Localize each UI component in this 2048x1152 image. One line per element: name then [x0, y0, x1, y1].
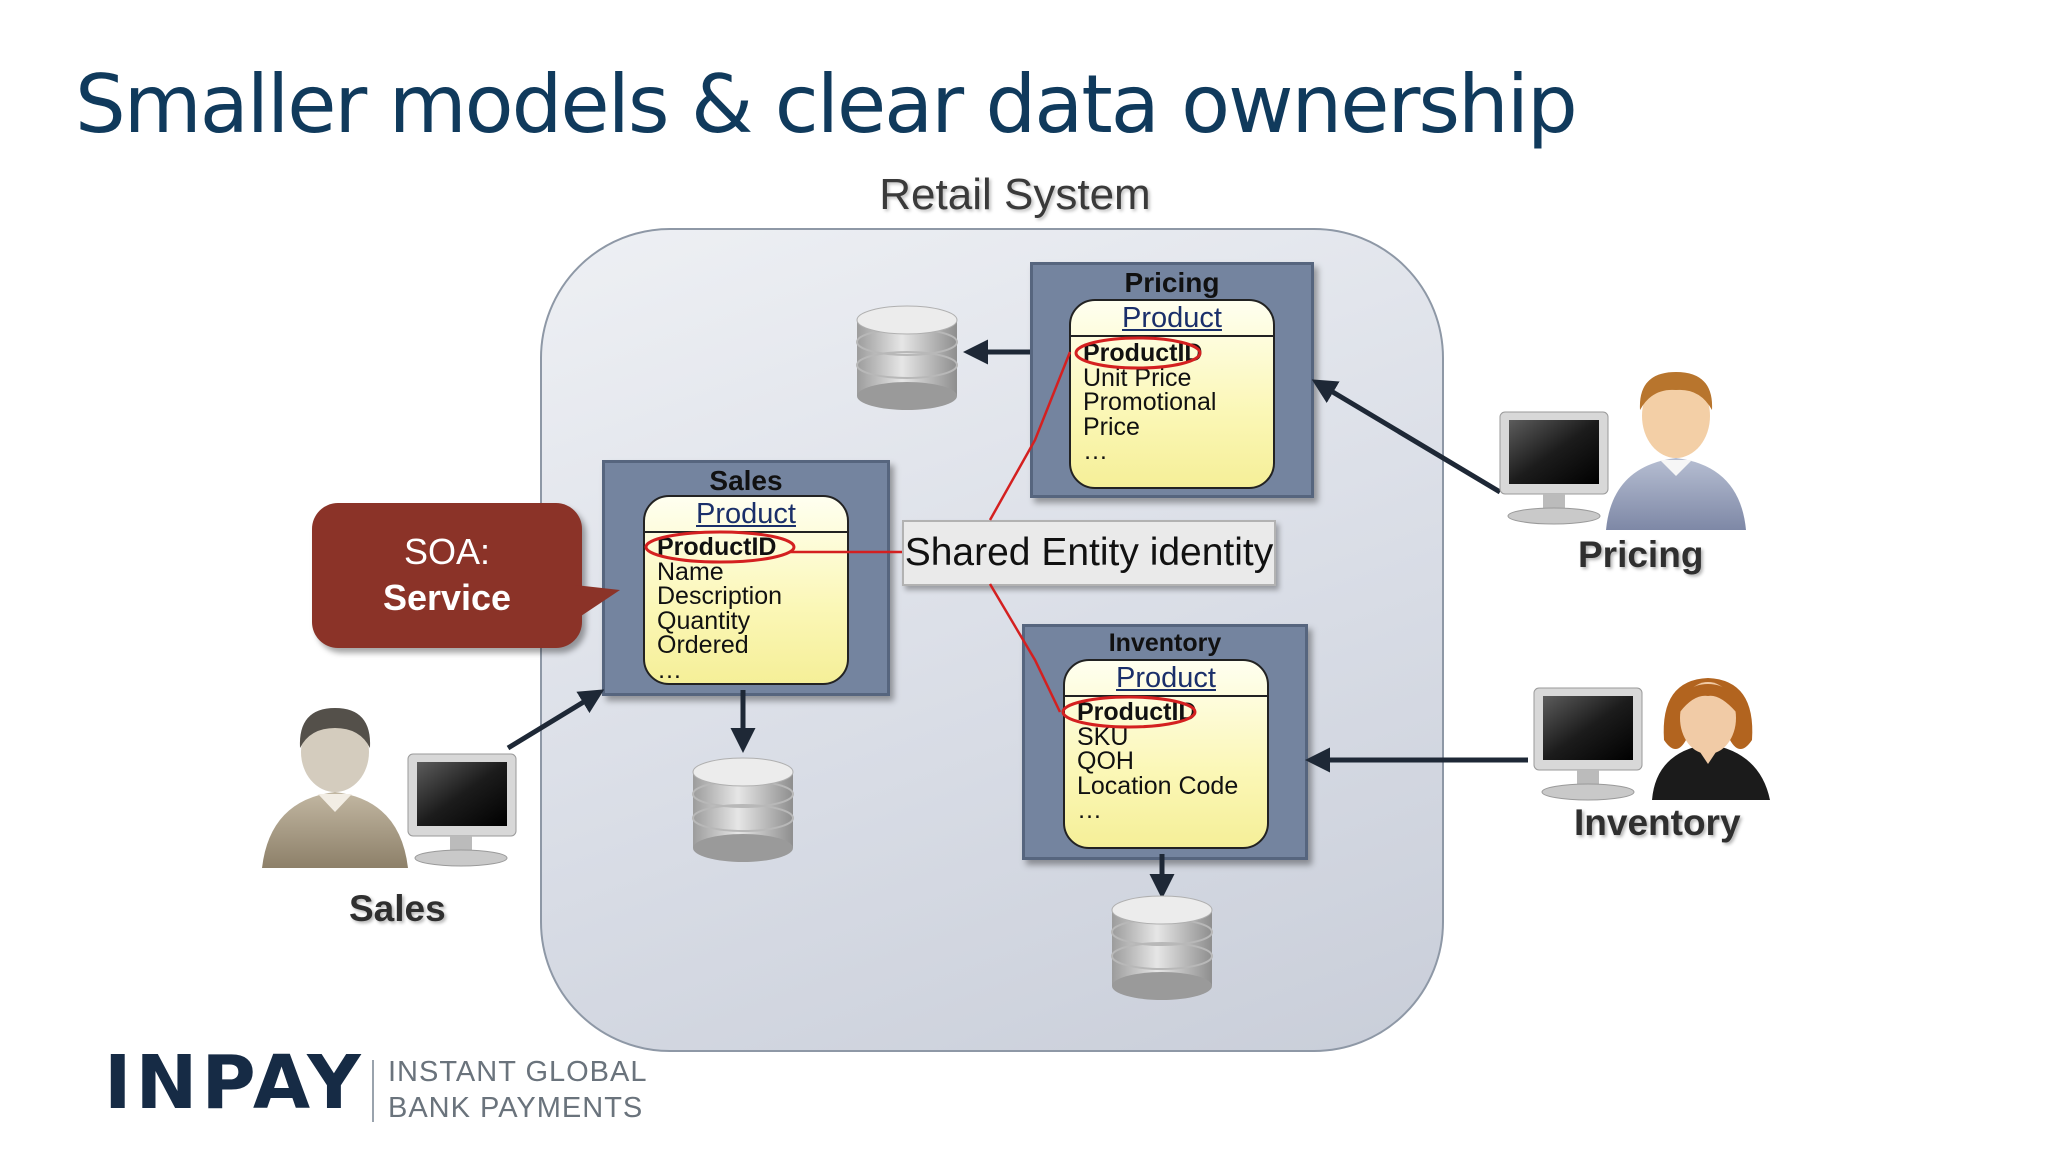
soa-service-callout: SOA: Service	[312, 503, 582, 648]
sales-actor-label: Sales	[349, 888, 446, 929]
logo-tagline: INSTANT GLOBAL BANK PAYMENTS	[388, 1054, 648, 1126]
sales-service-title: Sales	[709, 465, 783, 496]
sales-field-name: Name	[657, 557, 724, 586]
slide-title: Smaller models & clear data ownership	[75, 58, 1578, 151]
sales-service-box: Sales Product ProductID Name Description…	[602, 460, 890, 696]
pricing-field-unit-price: Unit Price	[1083, 363, 1192, 392]
inventory-service-box: Inventory Product ProductID SKU QOH Loca…	[1022, 624, 1308, 860]
sales-product-entity: Product ProductID Name Description Quant…	[643, 495, 849, 685]
pricing-service-title: Pricing	[1124, 267, 1220, 298]
inventory-product-entity: Product ProductID SKU QOH Location Code …	[1063, 659, 1269, 849]
pricing-computer-icon	[1499, 411, 1609, 525]
shared-entity-identity-label: Shared Entity identity	[902, 520, 1276, 586]
inventory-field-productid: ProductID	[1077, 698, 1197, 726]
pricing-field-ellipsis: …	[1083, 437, 1108, 465]
inpay-logo: INPAY	[104, 1040, 365, 1126]
sales-field-ordered: Ordered	[657, 631, 749, 659]
inventory-actor-label: Inventory	[1574, 802, 1741, 843]
pricing-field-productid: ProductID	[1083, 339, 1203, 367]
inventory-field-ellipsis: …	[1077, 796, 1102, 824]
inventory-entity-name: Product	[1065, 661, 1267, 697]
tagline-line-2: BANK PAYMENTS	[388, 1092, 644, 1124]
sales-field-productid: ProductID	[657, 533, 777, 561]
inventory-service-title: Inventory	[1108, 629, 1222, 657]
callout-line-2: Service	[382, 577, 512, 618]
pricing-user-icon	[1606, 372, 1746, 530]
logo-divider	[372, 1060, 374, 1122]
callout-line-1: SOA:	[403, 531, 491, 572]
inventory-field-qoh: QOH	[1077, 747, 1134, 775]
inventory-field-sku: SKU	[1077, 722, 1129, 751]
pricing-actor-label: Pricing	[1578, 534, 1704, 575]
sales-field-quantity: Quantity	[657, 606, 751, 635]
pricing-entity-name: Product	[1071, 301, 1273, 337]
inventory-computer-icon	[1533, 687, 1643, 801]
pricing-field-price: Price	[1083, 412, 1140, 441]
pricing-field-promotional: Promotional	[1083, 388, 1217, 416]
pricing-service-box: Pricing Product ProductID Unit Price Pro…	[1030, 262, 1314, 498]
sales-field-ellipsis: …	[657, 655, 682, 684]
sales-user-icon	[262, 708, 408, 868]
pricing-product-entity: Product ProductID Unit Price Promotional…	[1069, 299, 1275, 489]
sales-entity-name: Product	[645, 497, 847, 533]
inventory-user-icon	[1652, 678, 1770, 800]
sales-computer-icon	[407, 753, 517, 867]
tagline-line-1: INSTANT GLOBAL	[388, 1056, 648, 1088]
diagram-title: Retail System	[879, 170, 1151, 219]
sales-field-description: Description	[657, 582, 783, 610]
inventory-field-location-code: Location Code	[1077, 771, 1239, 800]
